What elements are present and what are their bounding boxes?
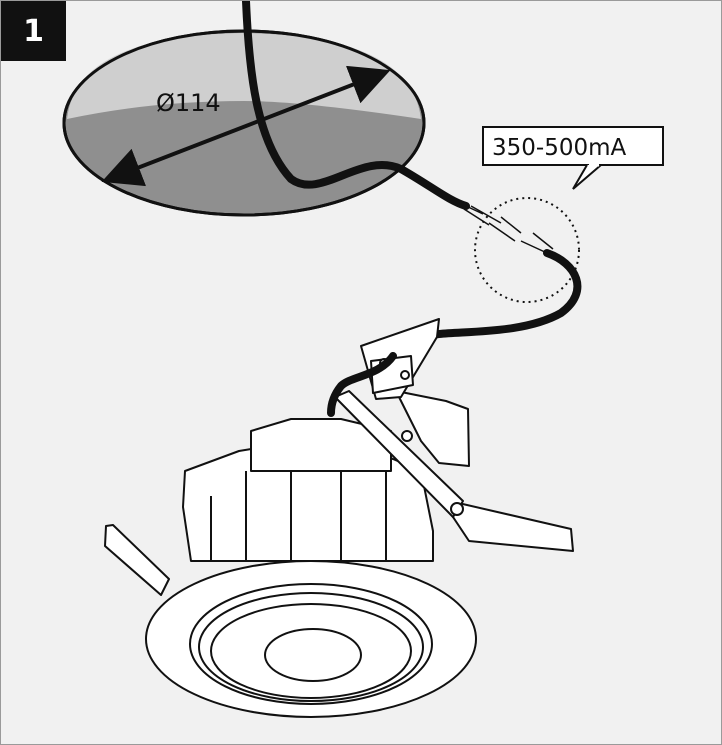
current-label: 350-500mA <box>492 135 627 161</box>
fixture-lead-icon <box>327 352 397 417</box>
connection-zoom-circle <box>474 197 580 303</box>
connector-wires-icon <box>488 216 554 254</box>
diameter-label: Ø114 <box>156 89 221 117</box>
ceiling-cable-icon <box>242 1 470 210</box>
downlight-fixture-icon <box>104 318 574 718</box>
wire-end-icon <box>463 205 502 226</box>
current-callout <box>482 126 664 190</box>
step-number-badge: 1 <box>1 1 66 61</box>
step-number: 1 <box>23 13 44 49</box>
diameter-arrow <box>101 65 391 187</box>
ceiling-cutout-icon <box>62 29 426 217</box>
